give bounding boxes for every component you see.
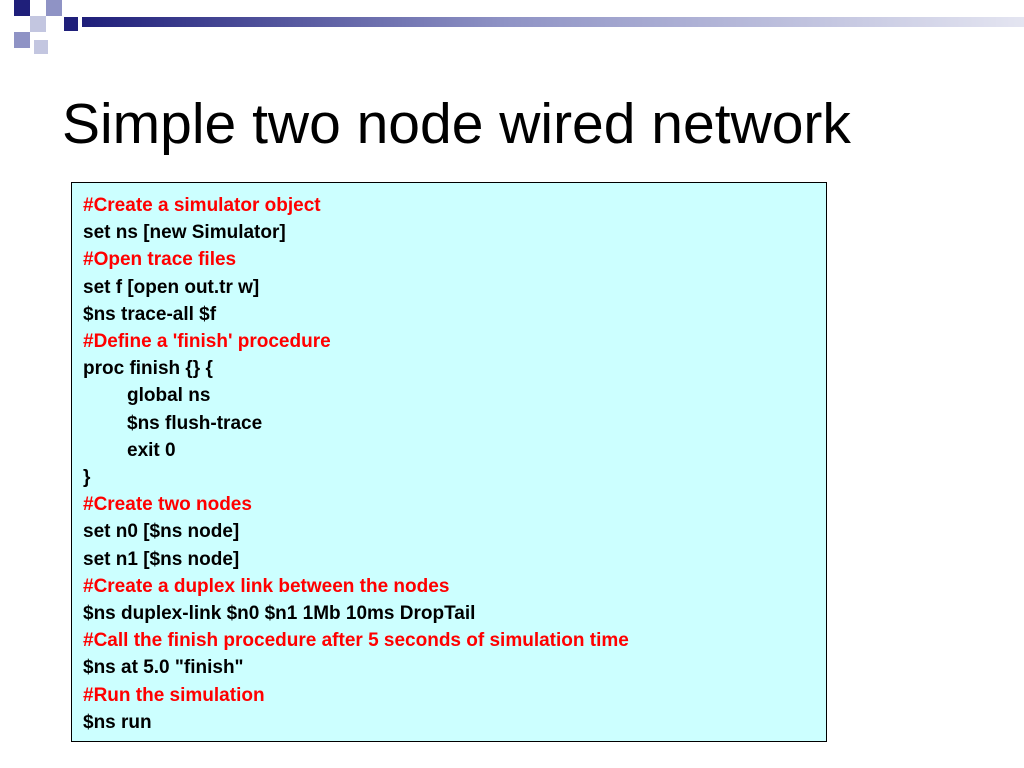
- code-line: }: [83, 467, 91, 489]
- code-comment-line: #Run the simulation: [83, 684, 265, 706]
- code-comment-line: #Create a duplex link between the nodes: [83, 575, 450, 597]
- slide-title: Simple two node wired network: [62, 92, 851, 156]
- code-line: exit 0: [127, 439, 176, 461]
- code-listing-box: #Create a simulator object set ns [new Si…: [71, 182, 827, 742]
- code-line: global ns: [127, 385, 211, 407]
- code-line: $ns flush-trace: [127, 412, 263, 434]
- code-line: $ns trace-all $f: [83, 303, 217, 325]
- code-line: $ns at 5.0 "finish": [83, 657, 244, 679]
- code-comment-line: #Open trace files: [83, 249, 237, 271]
- code-line: $ns duplex-link $n0 $n1 1Mb 10ms DropTai…: [83, 603, 476, 625]
- code-line: set ns [new Simulator]: [83, 222, 286, 244]
- code-comment-line: #Define a 'finish' procedure: [83, 331, 331, 353]
- decor-square-light: [34, 40, 48, 54]
- code-line: proc finish {} {: [83, 358, 213, 380]
- decor-square-periwinkle: [14, 32, 30, 48]
- code-comment-line: #Create two nodes: [83, 494, 252, 516]
- code-comment-line: #Call the finish procedure after 5 secon…: [83, 630, 629, 652]
- code-line: set n0 [$ns node]: [83, 521, 240, 543]
- code-comment-line: #Create a simulator object: [83, 195, 321, 216]
- decor-square-navy: [64, 17, 78, 31]
- slide-decoration: [0, 0, 1024, 60]
- decor-square-periwinkle: [46, 0, 62, 16]
- decor-square-light: [30, 16, 46, 32]
- code-line: $ns run: [83, 711, 152, 733]
- code-line: set n1 [$ns node]: [83, 548, 240, 570]
- decor-square-navy: [14, 0, 30, 16]
- code-line: set f [open out.tr w]: [83, 276, 260, 298]
- header-gradient-bar: [82, 17, 1024, 27]
